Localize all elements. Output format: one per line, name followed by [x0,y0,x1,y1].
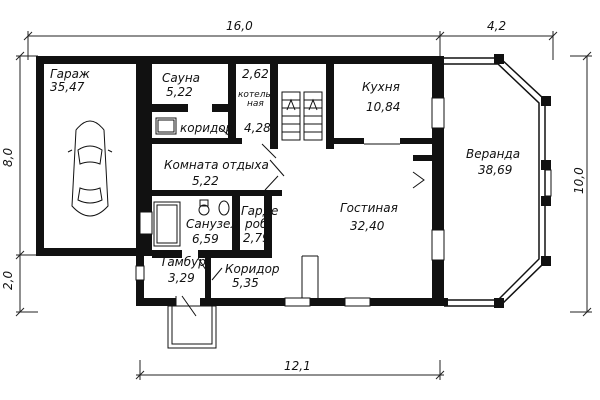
room-kitchen-area: 10,84 [366,100,401,114]
room-boiler-name-line2: ная [247,99,264,109]
room-garage-name: Гараж [50,67,90,81]
veranda-bay [544,169,552,197]
room-corridor-lower-area: 5,35 [232,276,259,290]
doors [197,127,425,298]
veranda-outline [444,57,546,307]
dimension-top-main: 16,0 [226,19,253,33]
dimension-lines [15,31,592,380]
dimension-left-upper: 8,0 [1,147,15,167]
dimension-bottom: 12,1 [284,359,311,373]
windows [135,97,445,307]
room-sauna-name: Сауна [162,71,201,85]
dimension-left-lower: 2,0 [1,270,15,290]
room-bathroom-name: Санузел [186,217,239,231]
room-veranda-name: Веранда [466,147,521,161]
room-living-area: 32,40 [350,219,385,233]
entrance-porch [167,295,217,349]
room-corridor-lower-name: Коридор [225,262,280,276]
room-bathroom-area: 6,59 [192,232,219,246]
room-kitchen-name: Кухня [362,80,400,94]
fixtures [153,117,230,247]
room-living-name: Гостиная [340,201,398,215]
car-icon [67,120,113,217]
room-wardrobe-area: 2,79 [243,231,270,245]
room-boiler-name-line1: котель [238,90,271,100]
room-wardrobe-name-line1: Гарде [241,204,279,218]
room-corridor-upper-area: 4,28 [244,121,271,135]
staircase [281,91,323,141]
room-corridor-upper-name: коридор [180,121,234,135]
room-sauna-area: 5,22 [166,85,193,99]
dimension-right: 10,0 [572,167,586,194]
room-boiler-area: 2,62 [242,67,269,81]
veranda-posts [494,54,551,308]
dimension-top-veranda: 4,2 [487,19,507,33]
room-vestibule-area: 3,29 [168,271,195,285]
room-wardrobe-name-line2: роб [245,217,268,231]
room-garage-area: 35,47 [50,80,85,94]
room-rest-room-name: Комната отдыха [164,158,269,172]
room-rest-room-area: 5,22 [192,174,219,188]
room-veranda-area: 38,69 [478,163,513,177]
room-vestibule-name: Тамбур [160,255,206,269]
